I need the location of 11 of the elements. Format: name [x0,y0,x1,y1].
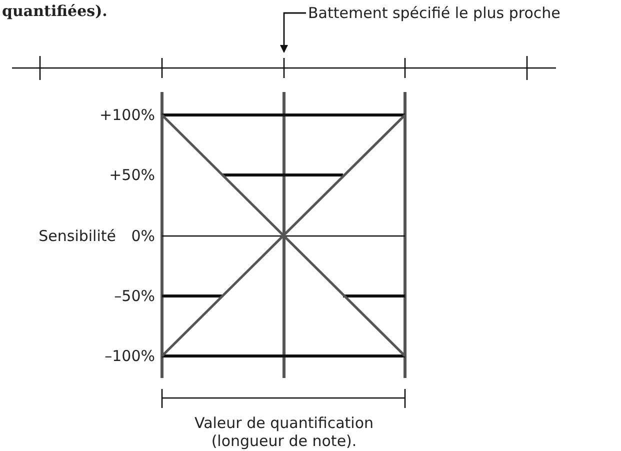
axis-title: Sensibilité [38,227,116,245]
axis-label: +50% [109,166,155,184]
axis-label: +100% [100,106,155,124]
dimension-label: Valeur de quantification (longueur de note). [193,414,375,450]
axis-label: –50% [114,287,155,305]
callout-label: Battement spécifié le plus proche [308,4,560,22]
beat-tick [283,58,285,78]
leader-line [280,12,306,53]
axis-label: 0% [131,227,155,245]
page-text: quantifiées). [2,2,108,20]
axis-label: –100% [104,347,155,365]
